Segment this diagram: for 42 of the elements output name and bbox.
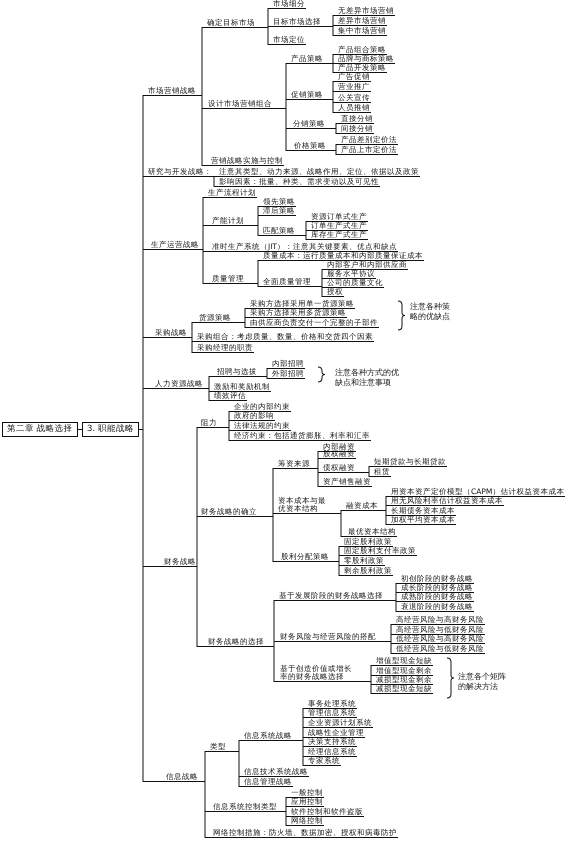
connector-line (378, 510, 390, 525)
connector-line (356, 472, 374, 477)
connector-line (296, 235, 310, 240)
connector-line (212, 176, 218, 187)
connector-line (324, 99, 338, 113)
note-text: 注意各个矩阵的解决方法 (458, 672, 507, 692)
connector-line (330, 561, 344, 576)
connector-line (384, 600, 400, 612)
connector-line (258, 376, 272, 379)
connector-line (278, 811, 290, 826)
connector-line (256, 27, 272, 45)
note-text: 注意各种策略的优缺点 (410, 302, 451, 322)
connector-line (226, 751, 244, 787)
connector-line (354, 681, 376, 694)
connector-line (326, 150, 340, 155)
connector-line (200, 225, 212, 250)
topic-box: 第二章 战略选择 (2, 422, 78, 437)
connector-line (244, 283, 262, 287)
connector-line (77, 429, 82, 430)
connector-line (258, 516, 280, 562)
connector-line (328, 513, 348, 537)
connector-line (212, 176, 218, 177)
connector-line (196, 516, 200, 567)
note-text: 注意各种方式的优缺点和注意事项 (335, 368, 400, 388)
connector-line (196, 95, 210, 166)
connector-line (204, 388, 214, 401)
connector-line (218, 427, 234, 441)
connector-line (196, 566, 208, 647)
connector-line (200, 249, 212, 284)
connector-line (188, 337, 196, 353)
connector-line (310, 468, 322, 487)
connector-line (324, 63, 338, 73)
topic-box: 3. 职能战略 (82, 422, 139, 437)
connector-line (326, 128, 340, 134)
connector-line (198, 781, 212, 838)
connector-line (376, 641, 396, 654)
connector-line (292, 740, 308, 766)
connector-line (264, 646, 280, 682)
connector-line (322, 26, 338, 36)
connector-line (272, 108, 294, 151)
connector-line (244, 225, 262, 236)
connector-line (232, 322, 250, 328)
